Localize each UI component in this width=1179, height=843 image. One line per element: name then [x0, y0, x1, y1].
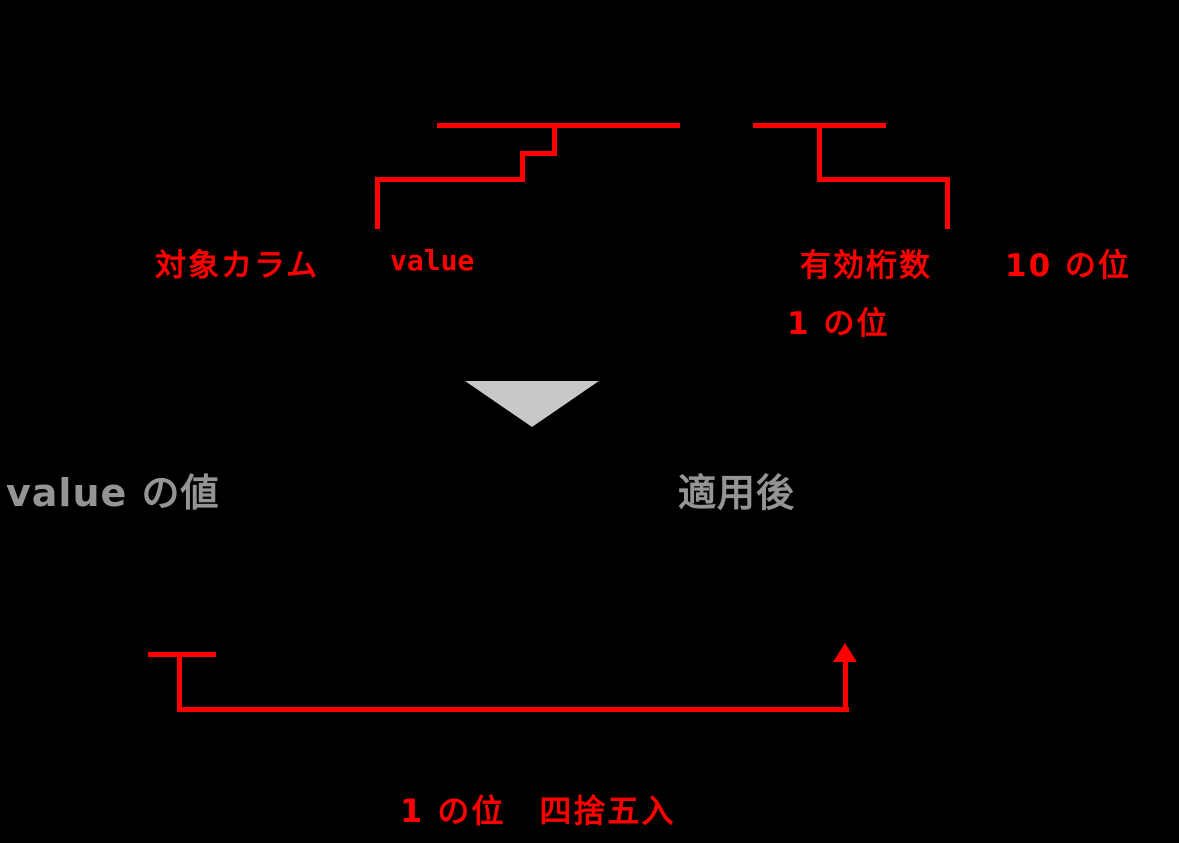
after-apply-header: 適用後 — [678, 471, 796, 515]
value-label: value — [390, 244, 475, 277]
target-column-label: 対象カラム — [155, 248, 320, 284]
right-connector-stem — [817, 123, 822, 182]
left-connector-jog — [520, 151, 557, 156]
right-bracket-horizontal — [817, 177, 950, 182]
bottom-horizontal — [177, 707, 849, 712]
right-bracket-vertical — [945, 177, 950, 229]
up-arrowhead-icon — [833, 643, 857, 662]
bottom-left-vertical — [177, 652, 182, 712]
tens-place-label: 10 の位 — [1005, 248, 1131, 284]
rounding-caption: 1 の位 四捨五入 — [400, 792, 676, 830]
bottom-left-tick — [148, 652, 216, 657]
left-bracket-horizontal — [375, 177, 525, 182]
bottom-right-vertical — [843, 660, 848, 712]
left-bracket-vertical — [375, 177, 380, 229]
left-underline — [437, 123, 680, 128]
left-connector-stem-lower — [520, 151, 525, 182]
transform-arrow-icon — [465, 381, 599, 427]
significant-digits-label: 有効桁数 — [800, 248, 932, 284]
value-column-header: value の値 — [6, 471, 220, 515]
left-connector-stem-upper — [552, 123, 557, 156]
ones-place-label: 1 の位 — [787, 306, 890, 342]
